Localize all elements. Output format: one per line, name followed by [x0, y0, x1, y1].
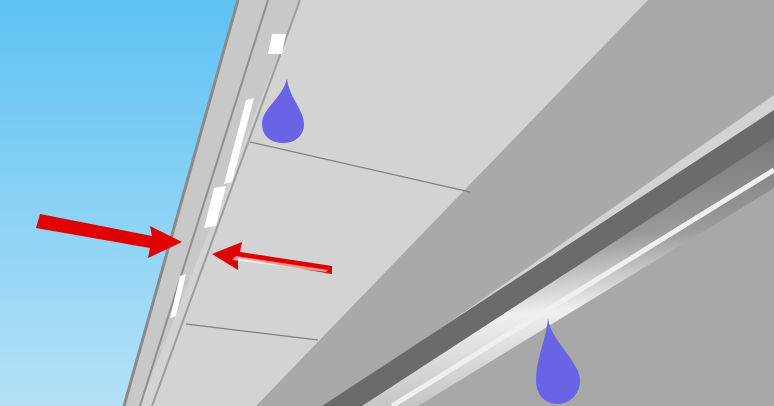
soffit-condensation-diagram	[0, 0, 774, 406]
